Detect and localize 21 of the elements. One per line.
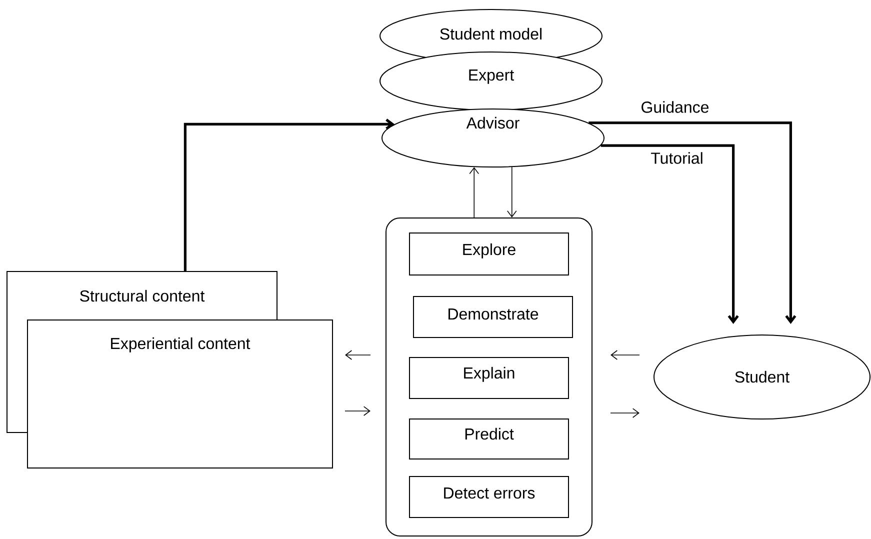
arrow [184,118,395,272]
process-box: Demonstrate [413,296,573,338]
content-box: Experiential content [27,320,333,468]
arrow [600,144,739,324]
process-box: Explore [409,232,569,276]
ellipse-node: Student [654,334,870,420]
edge-label: Guidance [640,100,710,114]
arrow [506,166,517,218]
ellipse-node: Advisor [382,108,604,168]
arrow [344,406,370,416]
process-box: Explain [409,357,569,399]
arrow [469,167,480,218]
process-box: Detect errors [409,476,569,518]
process-box: Predict [409,418,569,460]
arrow [345,350,371,360]
content-box: Structural content [6,271,278,321]
arrow [588,122,796,324]
edge-label: Tutorial [650,151,704,165]
arrow [610,350,640,360]
ellipse-node: Expert [380,52,602,110]
arrow [610,408,640,418]
